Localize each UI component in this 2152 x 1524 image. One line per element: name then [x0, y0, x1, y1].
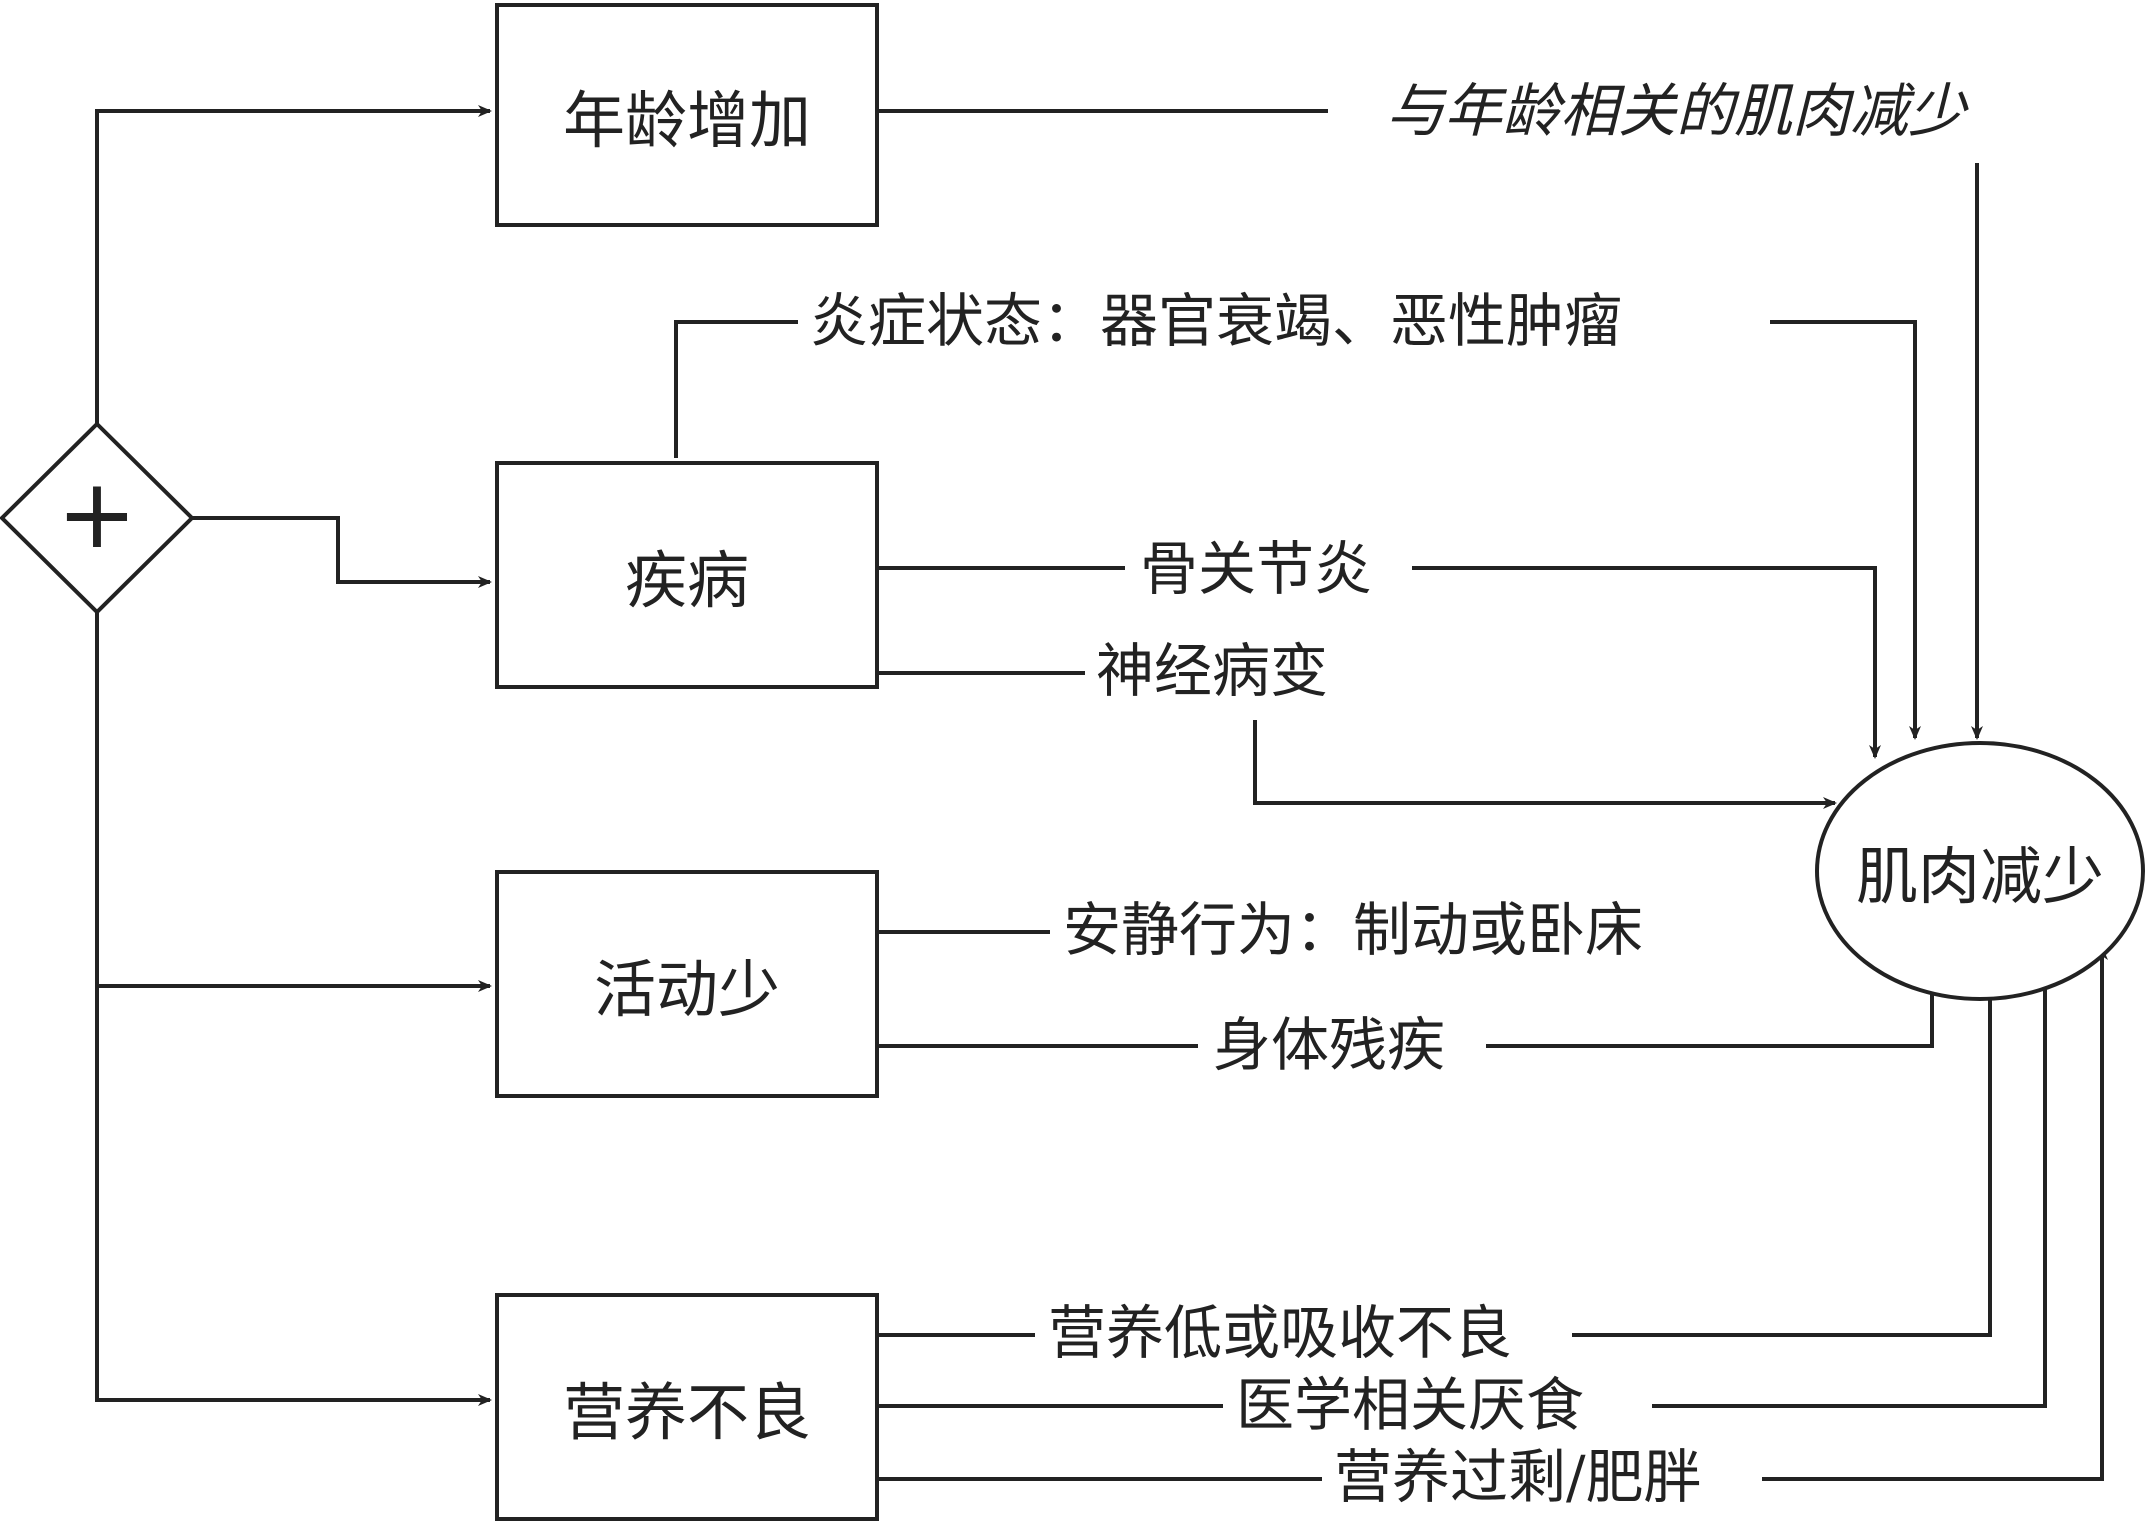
neuropathy-label: 神经病变	[1088, 642, 1337, 700]
age-box: 年龄增加	[495, 3, 879, 227]
arrow-to-age	[95, 105, 492, 424]
anorexia-label: 医学相关厌食	[1228, 1376, 1593, 1434]
osteoarthritis-label: 骨关节炎	[1132, 540, 1381, 598]
low-nutrition-arrow	[1572, 968, 1996, 1337]
hub-symbol: +	[57, 458, 137, 570]
sedentary-label: 安静行为：制动或卧床	[1055, 901, 1652, 959]
neuropathy-arrow	[1253, 720, 1837, 809]
target-label: 肌肉减少	[1855, 840, 2104, 913]
hub-diamond	[0, 421, 195, 615]
malnutrition-label: 营养不良	[562, 1376, 811, 1449]
disability-label: 身体残疾	[1205, 1016, 1454, 1074]
malnutrition-box: 营养不良	[495, 1293, 879, 1521]
inactivity-box: 活动少	[495, 870, 879, 1098]
low-nutrition-label: 营养低或吸收不良	[1040, 1304, 1521, 1362]
left-trunk-lower	[95, 612, 490, 1402]
inflammation-label: 炎症状态：器官衰竭、恶性肿瘤	[802, 292, 1631, 350]
disease-box: 疾病	[495, 461, 879, 689]
inflammation-arrow	[1770, 320, 1921, 740]
target-label-container: 肌肉减少	[1817, 743, 2143, 999]
target-ellipse	[1815, 741, 2145, 1001]
osteoarthritis-arrow	[1412, 566, 1881, 759]
anorexia-arrow	[1652, 963, 2051, 1408]
inflammation-line-left	[674, 320, 798, 458]
disease-label: 疾病	[624, 544, 749, 617]
inactivity-label: 活动少	[593, 953, 780, 1026]
arrow-to-disease	[192, 516, 492, 588]
age-related-label: 与年龄相关的肌肉减少	[1378, 82, 1975, 140]
overnutrition-arrow	[1762, 946, 2108, 1481]
overnutrition-label: 营养过剩/肥胖	[1326, 1448, 1710, 1506]
age-label: 年龄增加	[562, 84, 811, 157]
